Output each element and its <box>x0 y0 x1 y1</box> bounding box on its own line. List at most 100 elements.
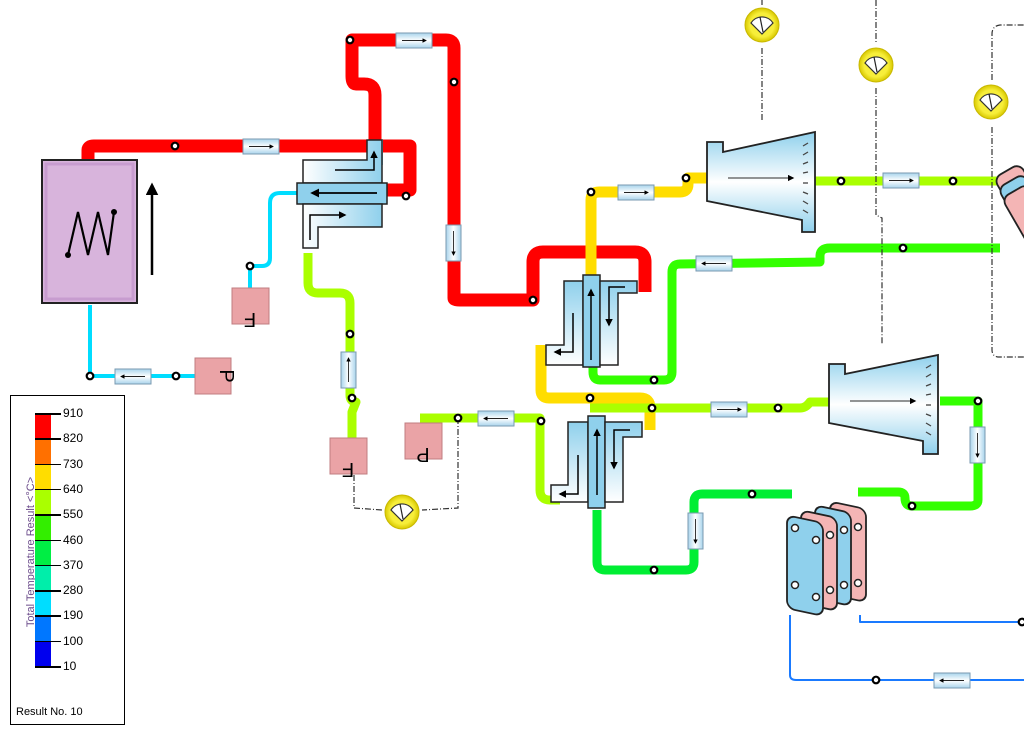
pressure-source-2[interactable]: P <box>404 422 443 465</box>
connection-node[interactable] <box>170 141 180 151</box>
gauge-needle-icon <box>399 503 404 520</box>
connection-node[interactable] <box>649 375 659 385</box>
legend-color-segment <box>35 640 51 667</box>
legend-tick-label: 550 <box>63 507 84 522</box>
legend-color-segment <box>35 539 51 566</box>
legend-tick <box>35 438 61 440</box>
legend-tick <box>35 463 61 466</box>
signal-line-gauge4-left <box>353 475 383 511</box>
gauge-4[interactable] <box>384 494 420 530</box>
legend-tick <box>35 615 61 617</box>
heater[interactable] <box>41 159 138 304</box>
pipe-element[interactable] <box>882 172 920 189</box>
connection-node[interactable] <box>453 413 463 423</box>
pipe-green-hx3-bottom[interactable] <box>592 489 792 575</box>
pipe-element[interactable] <box>695 255 733 272</box>
turbine-1[interactable] <box>706 130 816 233</box>
pipe-cyan-hx1-flowsource[interactable] <box>248 191 297 290</box>
plate-heat-exchanger-bottom[interactable] <box>786 501 867 616</box>
connection-node[interactable] <box>536 416 546 426</box>
connection-node[interactable] <box>649 565 659 575</box>
signal-line-gauge3 <box>991 127 1024 358</box>
legend-color-segment <box>35 590 51 616</box>
plate-heat-exchanger-right[interactable] <box>994 163 1024 259</box>
pipe-blue-cooler-in[interactable] <box>789 615 1024 681</box>
pipe-lime-hx1-flowsource[interactable] <box>303 253 361 445</box>
turbine-2[interactable] <box>828 353 939 455</box>
gauge-needle-icon <box>873 56 878 73</box>
signal-line-gauge4-right <box>421 418 459 511</box>
pipe-red-upper[interactable] <box>345 33 652 307</box>
pipe-element[interactable] <box>933 672 971 689</box>
pipe-yellow-hx2-turbine1[interactable] <box>585 172 710 285</box>
legend-color-segment <box>35 514 51 540</box>
connection-node[interactable] <box>747 489 757 499</box>
connection-node[interactable] <box>85 371 95 381</box>
heat-exchanger-1[interactable] <box>296 139 388 249</box>
pipe-element[interactable] <box>687 512 704 550</box>
connection-node[interactable] <box>681 173 691 183</box>
connection-node[interactable] <box>245 261 255 271</box>
connection-node[interactable] <box>345 35 355 45</box>
gauge-needle-icon <box>988 93 993 110</box>
pipe-lime-hx3-turbine2[interactable] <box>590 397 830 413</box>
heat-exchanger-3[interactable] <box>550 415 643 509</box>
legend-color-segment <box>35 564 51 591</box>
signal-line-gauge3-top <box>991 24 1024 80</box>
connection-node[interactable] <box>401 191 411 201</box>
legend-tick-label: 190 <box>63 608 84 623</box>
connection-node[interactable] <box>1017 617 1024 627</box>
legend-color-segment <box>35 488 51 515</box>
pipe-green-return-upper[interactable] <box>588 243 1000 385</box>
pipe-blue-cooler-out[interactable] <box>859 615 1024 623</box>
connection-node[interactable] <box>871 675 881 685</box>
pipe-element[interactable] <box>445 224 462 262</box>
connection-node[interactable] <box>449 77 459 87</box>
pipe-cyan-heater-pressure[interactable] <box>88 305 195 378</box>
pipe-element[interactable] <box>340 351 357 389</box>
legend-tick <box>35 539 61 541</box>
connection-node[interactable] <box>898 243 908 253</box>
connection-node[interactable] <box>528 295 538 305</box>
connection-node[interactable] <box>836 176 846 186</box>
gauge-1[interactable] <box>744 7 780 43</box>
pressure-source-2-glyph: P <box>416 443 429 465</box>
pipe-element[interactable] <box>395 32 433 49</box>
connection-node[interactable] <box>773 403 783 413</box>
connection-node[interactable] <box>647 403 657 413</box>
heat-exchanger-2[interactable] <box>545 274 638 368</box>
connection-node[interactable] <box>586 187 596 197</box>
connection-node[interactable] <box>973 396 983 406</box>
pipe-element[interactable] <box>242 138 280 155</box>
pipe-red-heater-outlet[interactable] <box>81 139 417 197</box>
flow-source-1[interactable]: F <box>231 287 270 330</box>
legend-tick <box>35 564 61 567</box>
pipe-element[interactable] <box>114 368 152 385</box>
legend-tick-label: 820 <box>63 431 84 446</box>
pipe-element[interactable] <box>710 401 748 418</box>
pressure-source-1[interactable]: P <box>194 357 237 395</box>
pipe-element[interactable] <box>617 184 655 201</box>
legend-tick-label: 640 <box>63 481 84 496</box>
flow-source-1-glyph: F <box>244 308 256 330</box>
gauge-3[interactable] <box>973 84 1009 120</box>
pipe-element[interactable] <box>477 410 515 427</box>
pipe-element[interactable] <box>969 426 986 464</box>
pipe-lime-pressure2-hx3[interactable] <box>420 413 560 505</box>
legend-color-segment <box>35 438 51 465</box>
pressure-source-1-glyph: P <box>215 369 237 382</box>
connection-node[interactable] <box>585 393 595 403</box>
pipe-green-turbine2-out[interactable] <box>858 396 983 511</box>
connection-node[interactable] <box>345 329 355 339</box>
legend-tick <box>35 413 61 415</box>
connection-node[interactable] <box>907 501 917 511</box>
connection-node[interactable] <box>948 176 958 186</box>
legend-color-segment <box>35 463 51 490</box>
gauge-2[interactable] <box>858 47 894 83</box>
connection-node[interactable] <box>171 371 181 381</box>
legend-tick-label: 370 <box>63 557 84 572</box>
flow-source-2[interactable]: F <box>329 437 368 480</box>
connection-node[interactable] <box>347 393 357 403</box>
